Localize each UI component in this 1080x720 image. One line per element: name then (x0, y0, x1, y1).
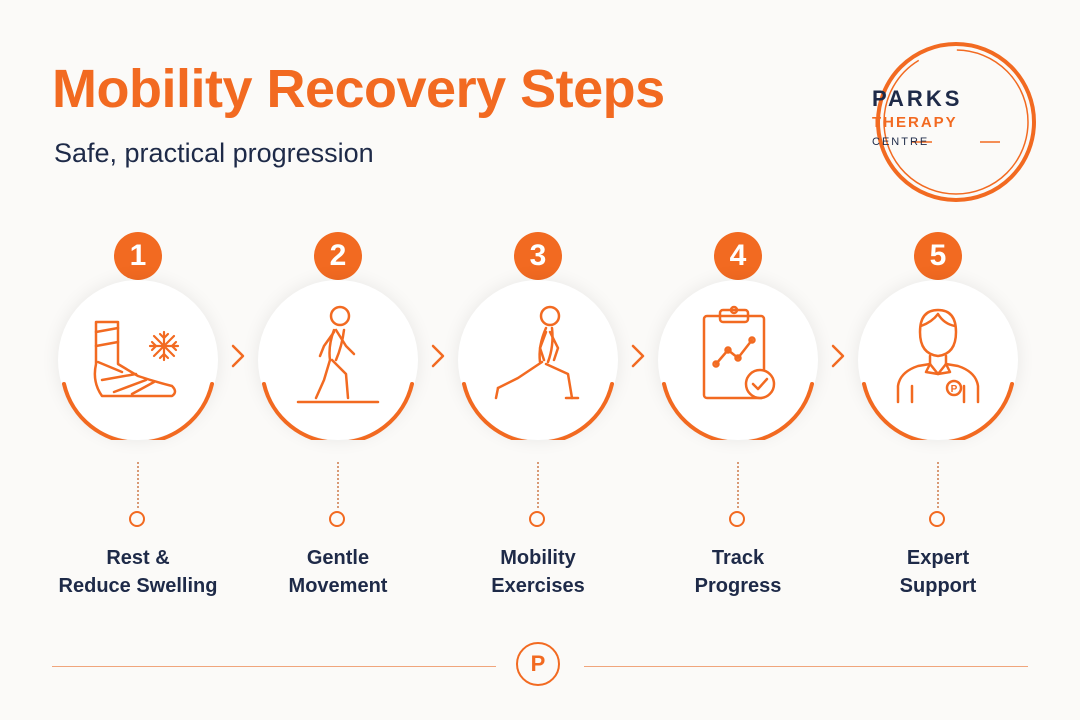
step-label: Mobility Exercises (491, 547, 585, 597)
step-marker (129, 511, 145, 527)
step-label: Expert Support (899, 547, 977, 597)
step-progress-arc (862, 382, 1014, 440)
step-circle (458, 280, 618, 440)
step-marker (929, 511, 945, 527)
page-title: Mobility Recovery Steps (52, 59, 665, 119)
chevron-right-icon (431, 344, 445, 368)
step-progress-arc (62, 382, 214, 440)
chevron-right-icon (631, 344, 645, 368)
therapist-icon: P (896, 308, 980, 404)
chevron-right-icon (231, 344, 245, 368)
step-marker (329, 511, 345, 527)
step-5: 5 P Expert Support (858, 232, 1018, 612)
step-connector (537, 462, 539, 508)
footer-divider-left (52, 666, 496, 667)
step-marker (529, 511, 545, 527)
lunge-stretch-icon (494, 305, 580, 400)
step-number-badge: 3 (514, 232, 562, 280)
step-progress-arc (662, 382, 814, 440)
step-progress-arc (462, 382, 614, 440)
logo-text-parks: PARKS (872, 86, 963, 111)
step-marker (729, 511, 745, 527)
logo-text-therapy: THERAPY (872, 114, 958, 131)
svg-text:P: P (951, 384, 958, 395)
page-subtitle: Safe, practical progression (54, 138, 374, 168)
footer-divider-right (584, 666, 1028, 667)
logo-ring-icon (876, 42, 1036, 202)
step-number-badge: 5 (914, 232, 962, 280)
step-label: Track Progress (694, 547, 782, 597)
step-connector (737, 462, 739, 508)
step-circle (58, 280, 218, 440)
step-label: Gentle Movement (288, 547, 388, 597)
step-number-badge: 1 (114, 232, 162, 280)
step-number-badge: 4 (714, 232, 762, 280)
footer-logo-mark: P (516, 642, 560, 686)
step-progress-arc (262, 382, 414, 440)
step-3: 3 Mobility Exercises (458, 232, 618, 612)
step-4: 4 Track Progress (658, 232, 818, 612)
step-connector (937, 462, 939, 508)
brand-logo: PARKS THERAPY CENTRE (872, 38, 1040, 206)
walking-person-icon (296, 305, 380, 404)
step-1: 1 Rest & Reduce Swelling (58, 232, 218, 612)
step-circle (858, 280, 1018, 440)
step-connector (337, 462, 339, 508)
logo-text-centre: CENTRE (872, 136, 930, 148)
step-2: 2 Gentle Movement (258, 232, 418, 612)
step-connector (137, 462, 139, 508)
step-label: Rest & Reduce Swelling (58, 547, 218, 597)
clipboard-chart-check-icon (702, 305, 776, 400)
chevron-right-icon (831, 344, 845, 368)
step-number-badge: 2 (314, 232, 362, 280)
bandaged-foot-snowflake-icon (93, 320, 180, 398)
